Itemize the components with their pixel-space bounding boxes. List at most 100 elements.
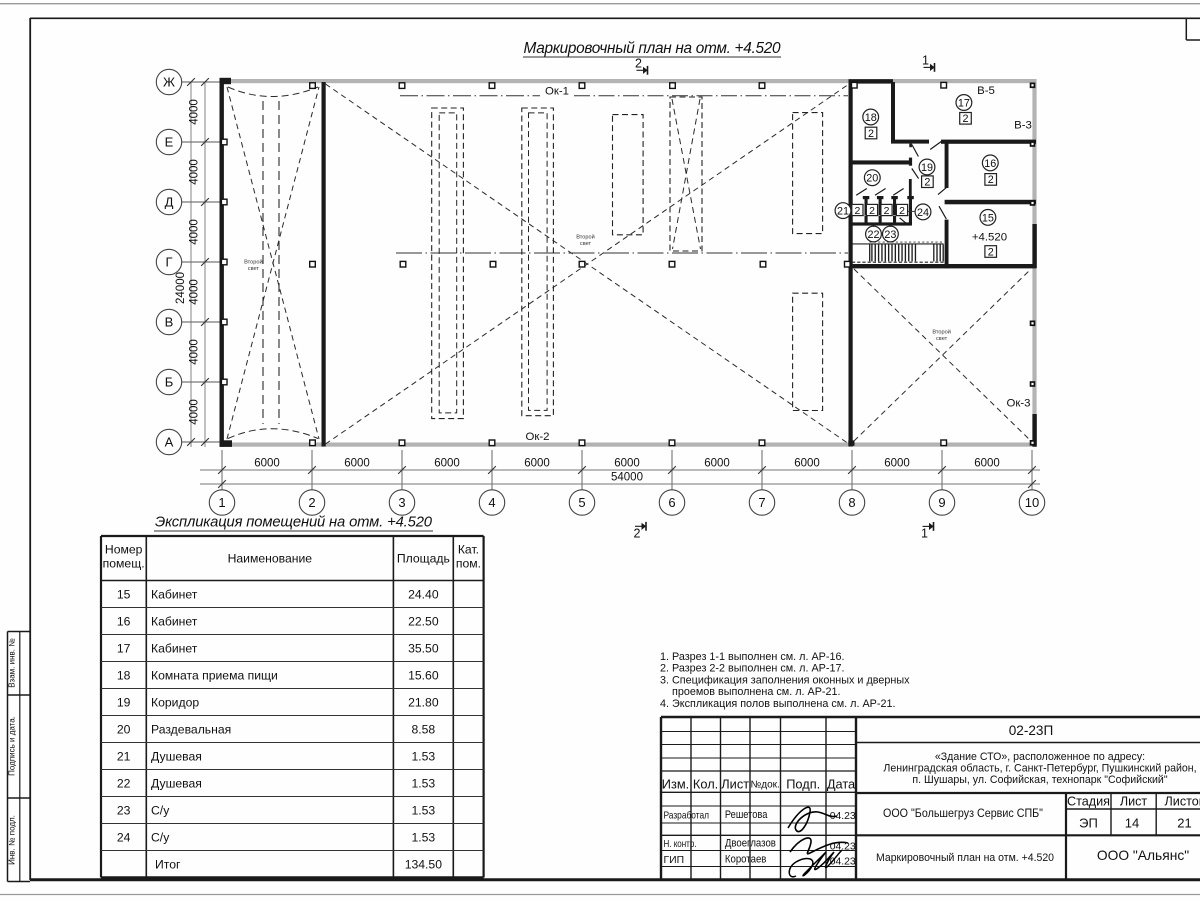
svg-text:Изм.: Изм. xyxy=(662,776,689,791)
svg-text:6000: 6000 xyxy=(524,458,550,470)
svg-text:6000: 6000 xyxy=(794,458,820,470)
svg-text:ООО "Большегруз Сервис СПБ": ООО "Большегруз Сервис СПБ" xyxy=(883,807,1043,820)
svg-text:Н. контр.: Н. контр. xyxy=(664,839,697,850)
svg-text:21: 21 xyxy=(117,749,131,763)
svg-text:17: 17 xyxy=(958,97,970,109)
svg-text:24000: 24000 xyxy=(175,272,187,304)
svg-text:Лист: Лист xyxy=(1120,795,1148,809)
svg-text:6000: 6000 xyxy=(254,458,280,470)
svg-text:Подп.: Подп. xyxy=(786,776,820,791)
svg-text:Итог: Итог xyxy=(155,857,181,871)
svg-text:Д: Д xyxy=(165,195,174,210)
svg-text:15: 15 xyxy=(982,212,994,224)
svg-text:Наименование: Наименование xyxy=(228,552,313,566)
svg-text:В-3: В-3 xyxy=(1014,119,1032,131)
svg-text:Дата: Дата xyxy=(827,776,856,791)
svg-text:Душевая: Душевая xyxy=(151,776,202,790)
svg-text:В: В xyxy=(165,315,174,330)
svg-text:7: 7 xyxy=(758,495,765,510)
svg-text:18: 18 xyxy=(117,668,131,682)
svg-text:3. Спецификация заполнения око: 3. Спецификация заполнения оконных и две… xyxy=(660,674,910,686)
svg-text:6000: 6000 xyxy=(884,458,910,470)
svg-text:10: 10 xyxy=(1025,495,1039,510)
svg-text:Ок-3: Ок-3 xyxy=(1007,398,1031,410)
svg-text:свет: свет xyxy=(248,266,260,272)
svg-text:Ок-1: Ок-1 xyxy=(545,86,569,98)
svg-text:Стадия: Стадия xyxy=(1067,795,1110,809)
svg-text:Подпись и дата.: Подпись и дата. xyxy=(8,716,17,776)
svg-text:24: 24 xyxy=(917,207,929,219)
svg-text:свет: свет xyxy=(580,241,592,247)
svg-text:2: 2 xyxy=(308,495,315,510)
svg-text:Двоеглазов: Двоеглазов xyxy=(725,838,776,850)
svg-text:6000: 6000 xyxy=(344,458,370,470)
svg-text:Б: Б xyxy=(165,375,174,390)
svg-text:пом.: пом. xyxy=(456,557,481,571)
svg-text:4000: 4000 xyxy=(189,279,201,305)
svg-text:4000: 4000 xyxy=(189,339,201,365)
svg-text:2: 2 xyxy=(634,527,641,541)
svg-text:Разработал: Разработал xyxy=(664,809,710,821)
svg-text:Второй: Второй xyxy=(576,234,595,241)
svg-text:4000: 4000 xyxy=(189,219,201,245)
svg-text:помещ.: помещ. xyxy=(103,557,145,571)
svg-text:Ж: Ж xyxy=(163,75,175,90)
svg-text:21: 21 xyxy=(1177,816,1191,831)
svg-text:2: 2 xyxy=(924,177,930,189)
svg-text:4000: 4000 xyxy=(189,399,201,425)
svg-text:Кабинет: Кабинет xyxy=(151,587,198,601)
svg-text:4: 4 xyxy=(488,495,495,510)
svg-text:6000: 6000 xyxy=(434,458,460,470)
svg-text:4000: 4000 xyxy=(189,99,201,125)
svg-text:Взам. инв. №: Взам. инв. № xyxy=(8,638,17,688)
svg-text:2: 2 xyxy=(635,56,642,70)
svg-text:54000: 54000 xyxy=(611,472,643,484)
svg-text:04.23: 04.23 xyxy=(830,857,856,868)
svg-text:2: 2 xyxy=(899,205,905,217)
svg-text:24: 24 xyxy=(117,830,131,844)
svg-text:Маркировочный план на отм. +4.: Маркировочный план на отм. +4.520 xyxy=(524,40,781,57)
svg-text:Кат.: Кат. xyxy=(458,543,479,557)
svg-text:Экспликация помещений на отм.: Экспликация помещений на отм. +4.520 xyxy=(155,515,433,531)
svg-text:1.53: 1.53 xyxy=(411,830,435,844)
svg-text:2: 2 xyxy=(962,113,968,125)
svg-text:Маркировочный план на отм. +4.: Маркировочный план на отм. +4.520 xyxy=(876,852,1054,864)
svg-text:Коротаев: Коротаев xyxy=(725,853,767,865)
svg-text:3: 3 xyxy=(398,495,405,510)
svg-text:15.60: 15.60 xyxy=(408,668,439,682)
svg-text:1.53: 1.53 xyxy=(411,803,435,817)
svg-text:23: 23 xyxy=(884,229,896,241)
svg-text:Номер: Номер xyxy=(105,543,143,557)
svg-text:Коридор: Коридор xyxy=(151,695,199,709)
svg-text:А: А xyxy=(165,435,174,450)
svg-text:4. Экспликация полов выполнена: 4. Экспликация полов выполнена см. л. АР… xyxy=(660,698,895,710)
svg-text:8.58: 8.58 xyxy=(411,722,435,736)
svg-text:Е: Е xyxy=(165,135,174,150)
svg-text:134.50: 134.50 xyxy=(405,857,442,871)
svg-text:04.23: 04.23 xyxy=(830,841,856,852)
svg-text:5: 5 xyxy=(578,495,585,510)
svg-text:20: 20 xyxy=(117,722,131,736)
svg-text:свет: свет xyxy=(936,336,948,342)
svg-text:Комната приема пищи: Комната приема пищи xyxy=(151,668,278,682)
svg-text:ГИП: ГИП xyxy=(664,855,685,866)
svg-text:19: 19 xyxy=(117,695,131,709)
svg-text:6000: 6000 xyxy=(704,458,730,470)
svg-text:Решетова: Решетова xyxy=(725,809,768,821)
svg-text:21: 21 xyxy=(837,206,849,218)
svg-text:22: 22 xyxy=(867,229,879,241)
svg-text:ООО "Альянс": ООО "Альянс" xyxy=(1097,848,1189,863)
svg-text:6000: 6000 xyxy=(614,458,640,470)
svg-text:24.40: 24.40 xyxy=(408,587,439,601)
svg-text:Лист: Лист xyxy=(721,776,749,791)
svg-text:22.50: 22.50 xyxy=(408,614,439,628)
svg-text:Второй: Второй xyxy=(932,329,951,336)
svg-text:Инв. № подл.: Инв. № подл. xyxy=(8,815,17,865)
svg-text:Душевая: Душевая xyxy=(151,749,202,763)
svg-text:Кабинет: Кабинет xyxy=(151,641,198,655)
svg-text:Раздевальная: Раздевальная xyxy=(151,722,231,736)
svg-text:17: 17 xyxy=(117,641,131,655)
svg-text:4000: 4000 xyxy=(189,159,201,185)
svg-text:Ок-2: Ок-2 xyxy=(526,431,550,443)
svg-text:18: 18 xyxy=(865,112,877,124)
